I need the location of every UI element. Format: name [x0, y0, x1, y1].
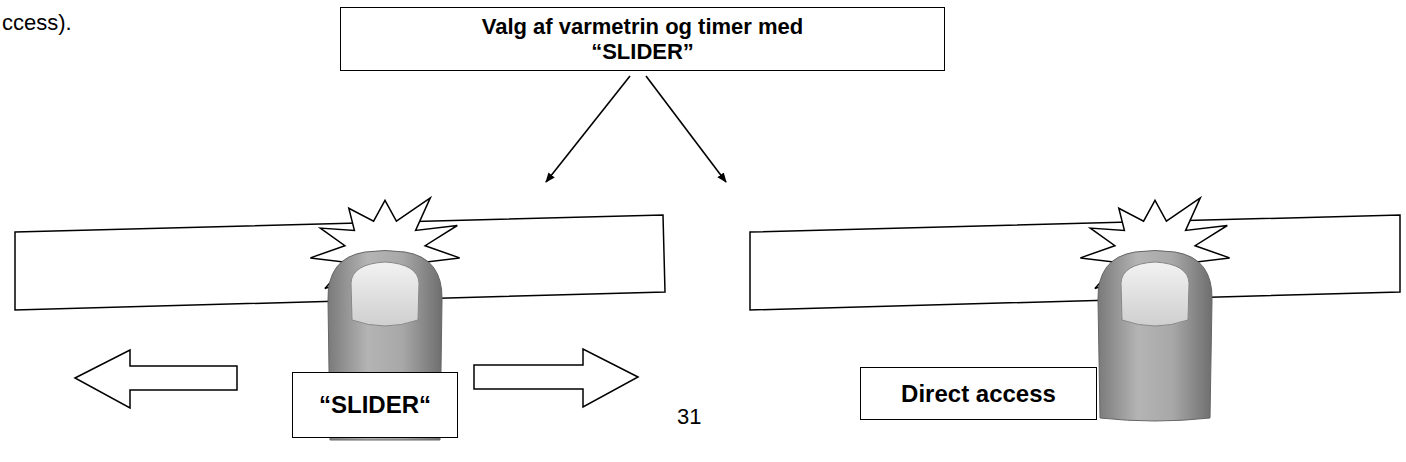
finger — [1098, 251, 1212, 422]
slide-right-arrow — [474, 349, 638, 407]
box-text: Direct access — [901, 380, 1056, 408]
slide-left-arrow — [75, 350, 237, 408]
label-box: “SLIDER“ — [292, 372, 458, 438]
label-box: Direct access — [860, 367, 1097, 420]
title-box: Valg af varmetrin og timer med “SLIDER” — [340, 7, 945, 71]
page-number: 31 — [677, 404, 701, 430]
pointer-arrow — [546, 76, 630, 182]
slider-bar — [750, 215, 1400, 310]
box-text: Valg af varmetrin og timer med “SLIDER” — [433, 14, 853, 65]
cut-text: ccess). — [2, 10, 72, 36]
pointer-arrow — [646, 76, 726, 182]
box-text: “SLIDER“ — [319, 391, 431, 419]
